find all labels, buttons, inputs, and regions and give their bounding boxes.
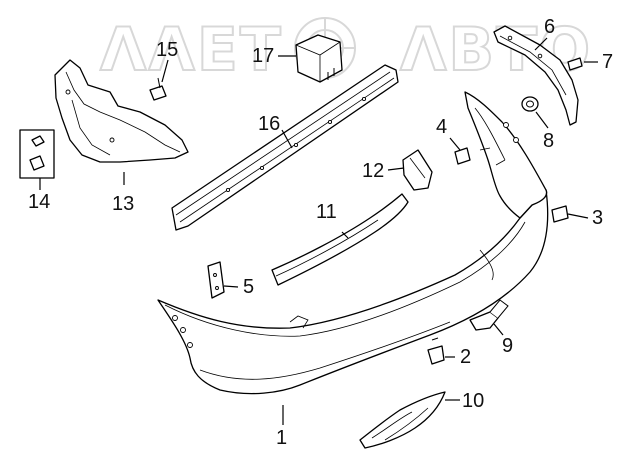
callout-16: 16 [258, 113, 280, 135]
callout-3: 3 [592, 207, 603, 229]
part-5-bracket [207, 261, 225, 299]
part-11-absorber [271, 193, 409, 286]
callout-7: 7 [602, 51, 613, 73]
part-8-nut [521, 96, 539, 112]
watermark-text: ΛΛΕΤ [100, 15, 283, 85]
part-2-clip [427, 337, 445, 365]
callout-10: 10 [462, 390, 484, 412]
callout-1: 1 [276, 427, 287, 449]
callout-2: 2 [460, 346, 471, 368]
callout-15: 15 [156, 39, 178, 61]
part-12-bracket [402, 149, 433, 191]
part-6-side-retainer [493, 25, 579, 126]
part-15-bolt [149, 77, 167, 101]
part-7-bolt [567, 57, 583, 71]
part-9-clip [469, 299, 509, 331]
callout-8: 8 [543, 130, 554, 152]
callout-labels: 1 2 3 4 5 6 7 8 9 10 11 12 13 14 15 16 1… [28, 16, 613, 449]
part-1-bumper-cover [157, 91, 549, 395]
callout-11: 11 [316, 201, 337, 223]
part-13-splash-shield [54, 59, 189, 163]
callout-6: 6 [544, 16, 555, 38]
part-17-module [295, 34, 343, 83]
leader-lines [39, 37, 598, 425]
part-3-bolt [551, 205, 569, 223]
callout-13: 13 [112, 193, 134, 215]
callout-9: 9 [502, 335, 513, 357]
part-4-clip [454, 147, 471, 165]
callout-4: 4 [436, 116, 447, 138]
part-10-reflector [359, 391, 446, 449]
callout-12: 12 [362, 160, 384, 182]
callout-14: 14 [28, 191, 50, 213]
callout-17: 17 [252, 45, 274, 67]
callout-5: 5 [243, 276, 254, 298]
part-16-reinforcement [171, 64, 399, 231]
part-14-clips [19, 129, 55, 179]
